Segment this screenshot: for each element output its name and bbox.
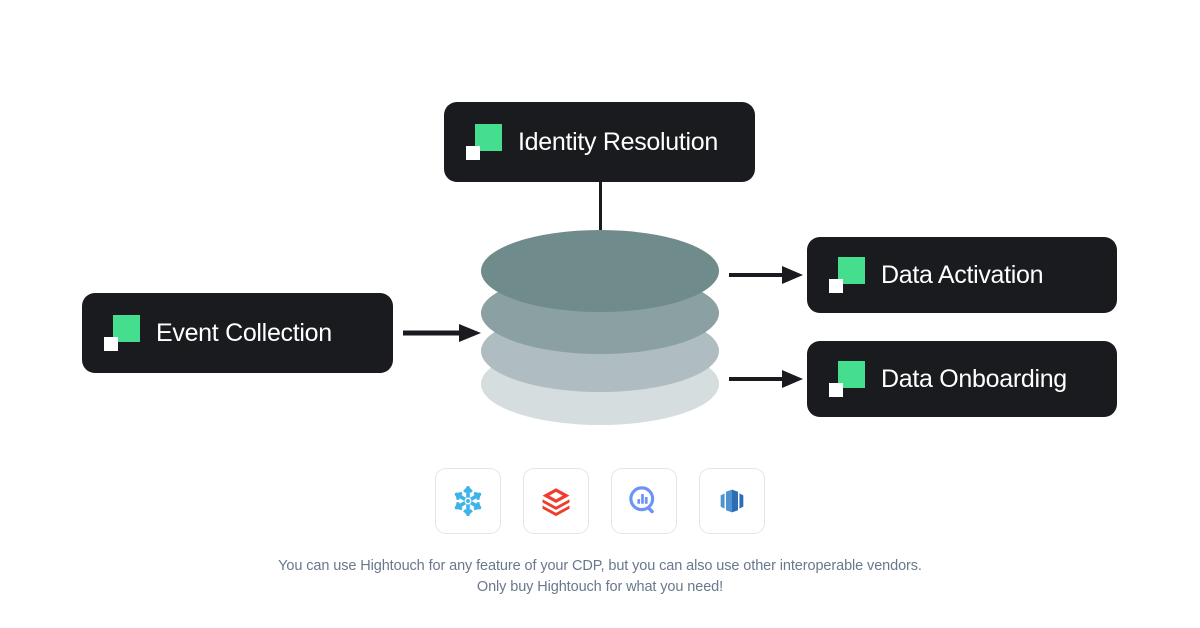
vendor-tile-snowflake[interactable] xyxy=(435,468,501,534)
arrow-warehouse-to-data-activation xyxy=(729,264,803,286)
hightouch-mark-icon xyxy=(829,361,865,397)
vendor-logo-row xyxy=(435,468,765,534)
hightouch-mark-icon xyxy=(829,257,865,293)
data-warehouse-cylinder xyxy=(481,230,719,425)
connector-identity-to-store xyxy=(599,182,602,244)
vendor-tile-bigquery[interactable] xyxy=(611,468,677,534)
vendor-tile-databricks[interactable] xyxy=(523,468,589,534)
hightouch-mark-white-square xyxy=(829,383,843,397)
arrow-event-collection-to-warehouse xyxy=(403,322,481,344)
node-card-data-onboarding[interactable]: Data Onboarding xyxy=(807,341,1117,417)
caption-line-1: You can use Hightouch for any feature of… xyxy=(278,558,922,574)
node-card-identity-resolution[interactable]: Identity Resolution xyxy=(444,102,755,182)
hightouch-mark-white-square xyxy=(466,146,480,160)
bigquery-icon xyxy=(629,486,655,514)
caption-line-2: Only buy Hightouch for what you need! xyxy=(476,579,724,595)
node-label-identity-resolution: Identity Resolution xyxy=(518,127,718,156)
databricks-icon xyxy=(542,488,570,517)
node-label-event-collection: Event Collection xyxy=(156,318,332,347)
node-card-event-collection[interactable]: Event Collection xyxy=(82,293,393,373)
hightouch-mark-white-square xyxy=(829,279,843,293)
node-card-data-activation[interactable]: Data Activation xyxy=(807,237,1117,313)
redshift-icon xyxy=(720,489,744,513)
snowflake-icon xyxy=(454,486,482,516)
vendor-tile-redshift[interactable] xyxy=(699,468,765,534)
warehouse-layer-1 xyxy=(481,230,719,312)
diagram-caption: You can use Hightouch for any feature of… xyxy=(0,556,1200,598)
arrow-warehouse-to-data-onboarding xyxy=(729,368,803,390)
node-label-data-activation: Data Activation xyxy=(881,260,1044,289)
node-label-data-onboarding: Data Onboarding xyxy=(881,364,1067,393)
hightouch-mark-icon xyxy=(104,315,140,351)
hightouch-mark-icon xyxy=(466,124,502,160)
hightouch-mark-white-square xyxy=(104,337,118,351)
